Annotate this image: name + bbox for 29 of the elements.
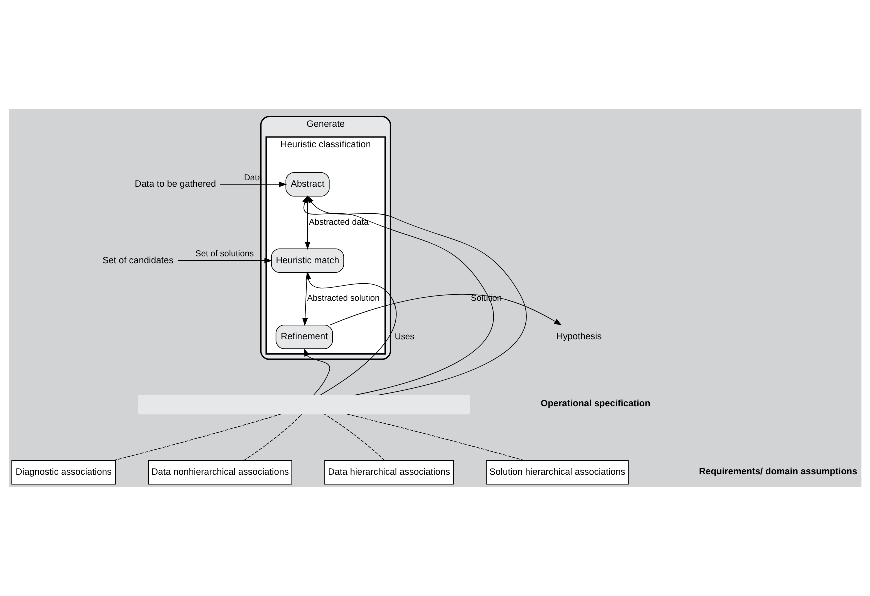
node-text: Data to be gathered xyxy=(134,179,216,190)
arrow xyxy=(305,272,396,396)
arrow xyxy=(304,348,330,396)
edge-label: Abstracted data xyxy=(308,216,368,227)
connector xyxy=(324,414,384,461)
node-box: Data nonhierarchical associations xyxy=(148,460,292,485)
node-box: Heuristic match xyxy=(270,248,344,274)
label: Operational specification xyxy=(540,398,650,409)
node-box: Diagnostic associations xyxy=(11,460,116,485)
connector xyxy=(113,414,281,461)
label: Requirements/ domain assumptions xyxy=(698,466,858,476)
node-box: Abstract xyxy=(285,172,330,197)
node-box: Refinement xyxy=(275,324,333,350)
node-text: Hypothesis xyxy=(556,332,602,342)
node-box: Data hierarchical associations xyxy=(324,460,454,485)
edge-label: Abstracted solution xyxy=(306,293,380,304)
node-bar xyxy=(138,394,470,415)
connector xyxy=(243,414,302,461)
arrow xyxy=(302,272,308,326)
arrow xyxy=(177,258,272,264)
connector xyxy=(346,414,524,461)
arrow xyxy=(302,196,494,396)
node-text: Set of candidates xyxy=(102,255,174,266)
arrow xyxy=(220,182,287,188)
arrow xyxy=(329,294,562,326)
node-box: Solution hierarchical associations xyxy=(486,460,628,485)
edge-label: Set of solutions xyxy=(195,248,254,259)
edge-label: Uses xyxy=(394,331,414,342)
arrow xyxy=(306,196,526,396)
